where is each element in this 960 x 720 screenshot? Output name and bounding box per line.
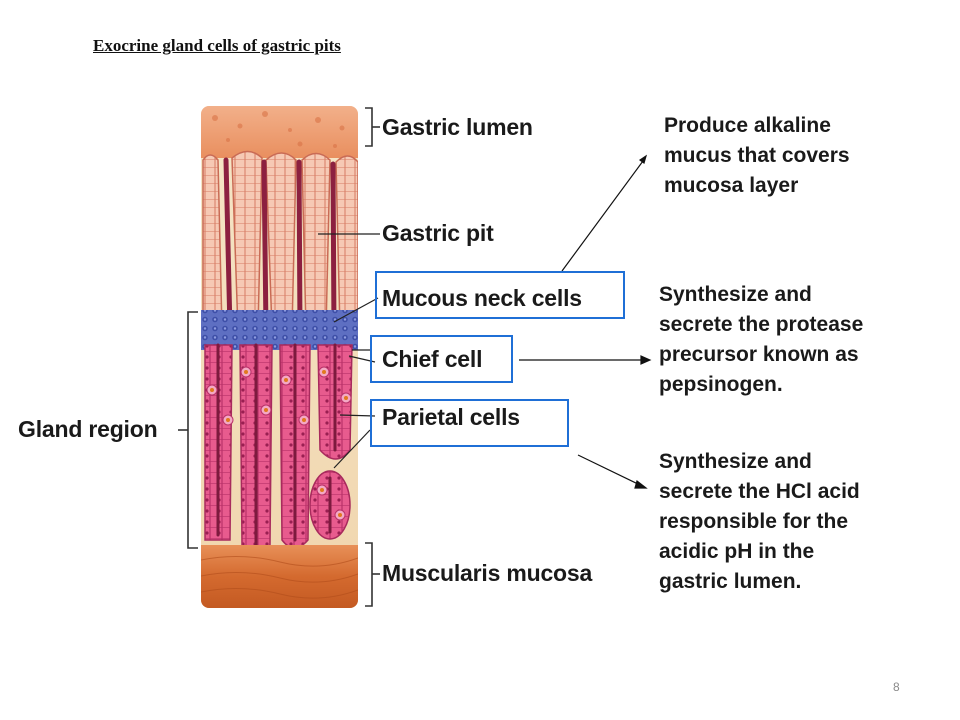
arrow-mucous-neck <box>561 160 644 272</box>
arrow-parietal <box>577 454 641 486</box>
page-number: 8 <box>893 680 900 694</box>
slide-title: Exocrine gland cells of gastric pits <box>93 36 341 55</box>
highlight-box-mucous-neck <box>375 271 625 319</box>
label-gland-region: Gland region <box>18 416 158 442</box>
description-mucous-neck: Produce alkaline mucus that covers mucos… <box>664 114 850 197</box>
label-gastric-lumen: Gastric lumen <box>382 114 533 140</box>
label-parietal-cells: Parietal cells <box>382 404 520 430</box>
label-mucous-neck-cells: Mucous neck cells <box>382 285 582 311</box>
description-parietal: Synthesize and secrete the HCl acid resp… <box>659 450 860 593</box>
description-chief: Synthesize and secrete the protease prec… <box>659 283 864 396</box>
highlight-box-parietal <box>370 399 569 447</box>
label-chief-cell: Chief cell <box>382 346 483 372</box>
highlight-box-chief <box>370 335 513 383</box>
label-gastric-pit: Gastric pit <box>382 220 494 246</box>
label-muscularis-mucosa: Muscularis mucosa <box>382 560 593 586</box>
